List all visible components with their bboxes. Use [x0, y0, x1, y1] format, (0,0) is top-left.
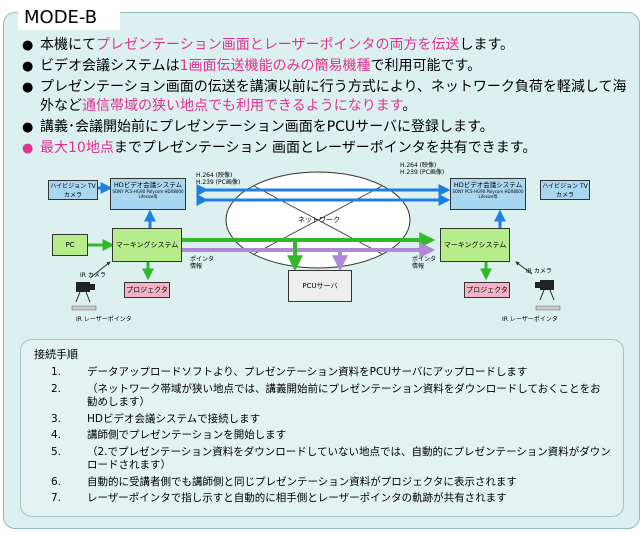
projector-left: プロジェクタ	[124, 282, 170, 298]
video-system-sub: SONY PCS-HG90 Polycom HDX8000 Lifesize等	[112, 189, 184, 199]
feature-bullet-list: ●本機にてプレゼンテーション画面とレーザーポインタの両方を伝送します。 ●ビデオ…	[22, 36, 627, 160]
bullet-dot-icon: ●	[22, 141, 34, 156]
pointer-info-right: ポインタ 情報	[412, 256, 437, 270]
pointer-info-left: ポインタ 情報	[190, 256, 215, 270]
step-item: 5. （2.でプレゼンテーション資料をダウンロードしていない地点では、自動的にプレ…	[51, 446, 611, 473]
marking-system-right: マーキングシステム	[440, 228, 510, 262]
ir-camera-icon	[75, 282, 95, 303]
step-text: （2.でプレゼンテーション資料をダウンロードしていない地点では、自動的にプレゼン…	[87, 445, 611, 472]
ir-camera-label-right: IR カメラ	[526, 268, 552, 275]
ir-pointer-label-left: IR レーザーポインタ	[76, 316, 132, 323]
hd-camera-left: ハイビジョン TVカメラ	[48, 180, 98, 200]
ir-camera-label-left: IR カメラ	[80, 272, 106, 279]
step-number: 5.	[51, 445, 62, 458]
step-number: 6.	[51, 475, 62, 488]
step-number: 7.	[51, 492, 62, 504]
step-number: 2.	[51, 382, 62, 395]
marking-system-left: マーキングシステム	[112, 228, 182, 262]
step-item: 4. 講師側でプレゼンテーションを開始します	[51, 429, 611, 443]
step-text: （ネットワーク帯域が狭い地点では、講義開始前にプレゼンテーション資料をダウンロー…	[87, 382, 601, 409]
step-item: 6. 自動的に受講者側でも講師側と同じプレゼンテーション資料がプロジェクタに表示さ…	[51, 476, 611, 490]
step-number: 1.	[51, 366, 62, 378]
step-text: 自動的に受講者側でも講師側と同じプレゼンテーション資料がプロジェクタに表示されま…	[87, 475, 517, 488]
hd-camera-right: ハイビジョン TVカメラ	[540, 180, 590, 200]
bullet-item: ●本機にてプレゼンテーション画面とレーザーポインタの両方を伝送します。	[22, 37, 515, 53]
pc-box: PC	[52, 234, 88, 256]
step-text: レーザーポインタで指し示すと自動的に相手側とレーザーポインタの軌跡が共有されます	[87, 492, 507, 504]
page-title: MODE-B	[18, 6, 120, 30]
step-item: 2. （ネットワーク帯域が狭い地点では、講義開始前にプレゼンテーション資料をダウン…	[51, 383, 611, 410]
ir-pointer-icon	[71, 305, 97, 311]
steps-title: 接続手順	[34, 348, 78, 361]
ir-camera-icon	[535, 280, 555, 301]
step-text: HDビデオ会議システムで接続します	[87, 412, 261, 425]
codec-label-right: H.264 (映像) H.239 (PC画像)	[400, 162, 445, 176]
video-system-label: HDビデオ会議システム	[113, 181, 183, 189]
bullet-dot-icon: ●	[22, 38, 34, 53]
codec-label-left: H.264 (映像) H.239 (PC画像)	[196, 172, 241, 186]
step-item: 3. HDビデオ会議システムで接続します	[51, 413, 611, 427]
step-item: 1. データアップロードソフトより、プレゼンテーション資料をPCUサーバにアップロ…	[51, 366, 611, 380]
steps-list: 1. データアップロードソフトより、プレゼンテーション資料をPCUサーバにアップロ…	[51, 366, 611, 509]
video-system-sub: SONY PCS-HG90 Polycom HDX8000 Lifesize等	[452, 189, 524, 199]
video-system-label: HDビデオ会議システム	[453, 181, 523, 189]
step-number: 3.	[51, 412, 62, 425]
step-text: データアップロードソフトより、プレゼンテーション資料をPCUサーバにアップロード…	[87, 366, 528, 378]
bullet-item: ●講義･会議開始前にプレゼンテーション画面をPCUサーバに登録します。	[22, 119, 494, 135]
bullet-item: ●最大10地点までプレゼンテーション 画面とレーザーポインタを共有できます。	[22, 140, 537, 156]
bullet-dot-icon: ●	[22, 80, 34, 95]
connection-steps-panel: 接続手順 1. データアップロードソフトより、プレゼンテーション資料をPCUサーバ…	[20, 339, 624, 517]
ir-pointer-icon	[535, 305, 561, 311]
system-diagram: ハイビジョン TVカメラ HDビデオ会議システム SONY PCS-HG90 P…	[40, 160, 620, 335]
bullet-item: ●ビデオ会議システムは1画面伝送機能のみの簡易機種で利用可能です。	[22, 58, 482, 74]
bullet-dot-icon: ●	[22, 120, 34, 135]
step-number: 4.	[51, 429, 62, 441]
bullet-item: ●プレゼンテーション画面の伝送を講演以前に行う方式により、ネットワーク負荷を軽減…	[22, 79, 627, 114]
step-item: 7. レーザーポインタで指し示すと自動的に相手側とレーザーポインタの軌跡が共有され…	[51, 492, 611, 506]
video-system-left: HDビデオ会議システム SONY PCS-HG90 Polycom HDX800…	[110, 178, 186, 210]
bullet-dot-icon: ●	[22, 59, 34, 74]
projector-right: プロジェクタ	[464, 282, 510, 298]
network-label: ネットワーク	[298, 216, 340, 224]
ir-pointer-label-right: IR レーザーポインタ	[502, 316, 558, 323]
pcu-server: PCUサーバ	[288, 270, 352, 302]
video-system-right: HDビデオ会議システム SONY PCS-HG90 Polycom HDX800…	[450, 178, 526, 210]
step-text: 講師側でプレゼンテーションを開始します	[87, 429, 287, 441]
